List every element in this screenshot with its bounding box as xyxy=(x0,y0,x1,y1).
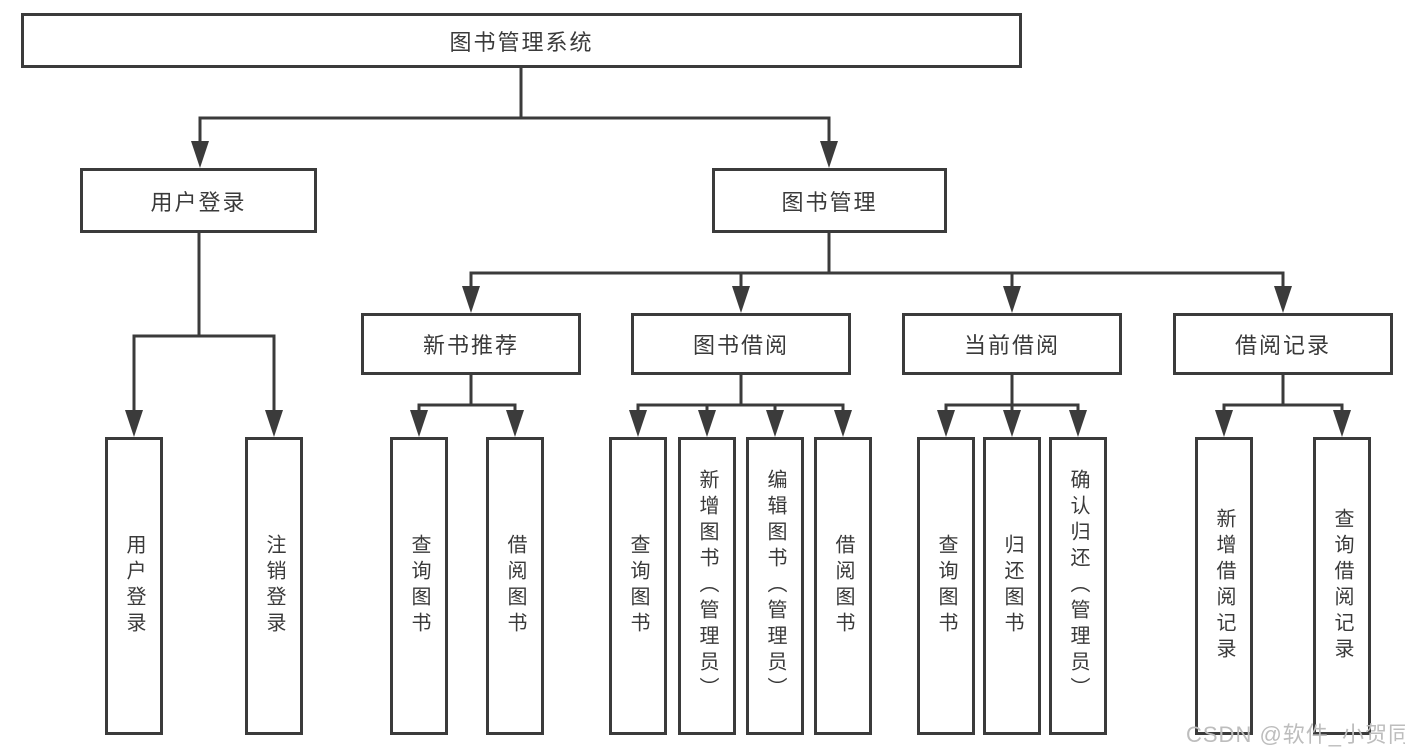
leaf-add-borrow-record-label: 新增借阅记录 xyxy=(1213,508,1235,664)
node-root-label: 图书管理系统 xyxy=(449,29,594,55)
arrowhead xyxy=(820,141,838,168)
leaf-return-books-label: 归还图书 xyxy=(1001,534,1023,638)
node-book-borrowing-label: 图书借阅 xyxy=(692,333,789,358)
arrowhead xyxy=(1003,286,1021,313)
leaf-edit-book-admin: 编辑图书（管理员） xyxy=(746,437,804,735)
watermark-text: CSDN @软件_小贺同学 xyxy=(1186,722,1405,747)
arrowhead xyxy=(506,410,524,437)
connector-bookborrow-to-leaves xyxy=(636,373,845,414)
arrowhead xyxy=(410,410,428,437)
leaf-borrow-books-borrowing: 借阅图书 xyxy=(814,437,872,735)
leaf-query-books-current: 查询图书 xyxy=(917,437,975,735)
arrowhead xyxy=(732,286,750,313)
leaf-user-login: 用户登录 xyxy=(105,437,163,735)
arrowheads xyxy=(125,141,1351,437)
connector-userlogin-to-leaves xyxy=(132,231,276,414)
leaf-borrow-books-recommend: 借阅图书 xyxy=(486,437,544,735)
arrowhead xyxy=(1003,410,1021,437)
leaf-logout-label: 注销登录 xyxy=(263,534,285,638)
leaf-query-books-current-label: 查询图书 xyxy=(935,534,957,638)
arrowhead xyxy=(125,410,143,437)
node-user-login-label: 用户登录 xyxy=(150,189,247,215)
node-book-borrowing: 图书借阅 xyxy=(631,313,851,375)
node-new-book-recommend: 新书推荐 xyxy=(361,313,581,375)
node-new-book-recommend-label: 新书推荐 xyxy=(422,333,519,358)
leaf-edit-book-admin-label: 编辑图书（管理员） xyxy=(764,469,786,703)
connector-root-to-level2 xyxy=(198,66,831,146)
leaf-add-borrow-record: 新增借阅记录 xyxy=(1195,437,1253,735)
arrowhead xyxy=(462,286,480,313)
arrowhead xyxy=(698,410,716,437)
arrowhead xyxy=(1274,286,1292,313)
connector-records-to-leaves xyxy=(1222,373,1344,414)
node-book-management: 图书管理 xyxy=(712,168,947,233)
node-root: 图书管理系统 xyxy=(21,13,1022,68)
leaf-query-books-recommend: 查询图书 xyxy=(390,437,448,735)
node-current-borrowing-label: 当前借阅 xyxy=(963,333,1060,358)
arrowhead xyxy=(265,410,283,437)
leaf-logout: 注销登录 xyxy=(245,437,303,735)
leaf-confirm-return-admin-label: 确认归还（管理员） xyxy=(1067,469,1089,703)
connector-bookmgmt-to-level3 xyxy=(469,231,1285,290)
node-borrow-records-label: 借阅记录 xyxy=(1234,333,1331,358)
arrowhead xyxy=(937,410,955,437)
node-book-management-label: 图书管理 xyxy=(781,189,878,215)
leaf-query-books-recommend-label: 查询图书 xyxy=(408,534,430,638)
leaf-query-books-borrowing: 查询图书 xyxy=(609,437,667,735)
leaf-add-book-admin-label: 新增图书（管理员） xyxy=(696,469,718,703)
leaf-query-borrow-record-label: 查询借阅记录 xyxy=(1331,508,1353,664)
leaf-query-borrow-record: 查询借阅记录 xyxy=(1313,437,1371,735)
arrowhead xyxy=(1069,410,1087,437)
arrowhead xyxy=(629,410,647,437)
leaf-confirm-return-admin: 确认归还（管理员） xyxy=(1049,437,1107,735)
node-user-login: 用户登录 xyxy=(80,168,317,233)
connector-currentborrow-to-leaves xyxy=(944,373,1080,414)
leaf-user-login-label: 用户登录 xyxy=(123,534,145,638)
arrowhead xyxy=(1333,410,1351,437)
connector-newbooks-to-leaves xyxy=(417,373,517,414)
arrowhead xyxy=(834,410,852,437)
leaf-borrow-books-borrowing-label: 借阅图书 xyxy=(832,534,854,638)
leaf-query-books-borrowing-label: 查询图书 xyxy=(627,534,649,638)
arrowhead xyxy=(1215,410,1233,437)
leaf-add-book-admin: 新增图书（管理员） xyxy=(678,437,736,735)
arrowhead xyxy=(191,141,209,168)
leaf-return-books: 归还图书 xyxy=(983,437,1041,735)
node-borrow-records: 借阅记录 xyxy=(1173,313,1393,375)
node-current-borrowing: 当前借阅 xyxy=(902,313,1122,375)
arrowhead xyxy=(766,410,784,437)
leaf-borrow-books-recommend-label: 借阅图书 xyxy=(504,534,526,638)
